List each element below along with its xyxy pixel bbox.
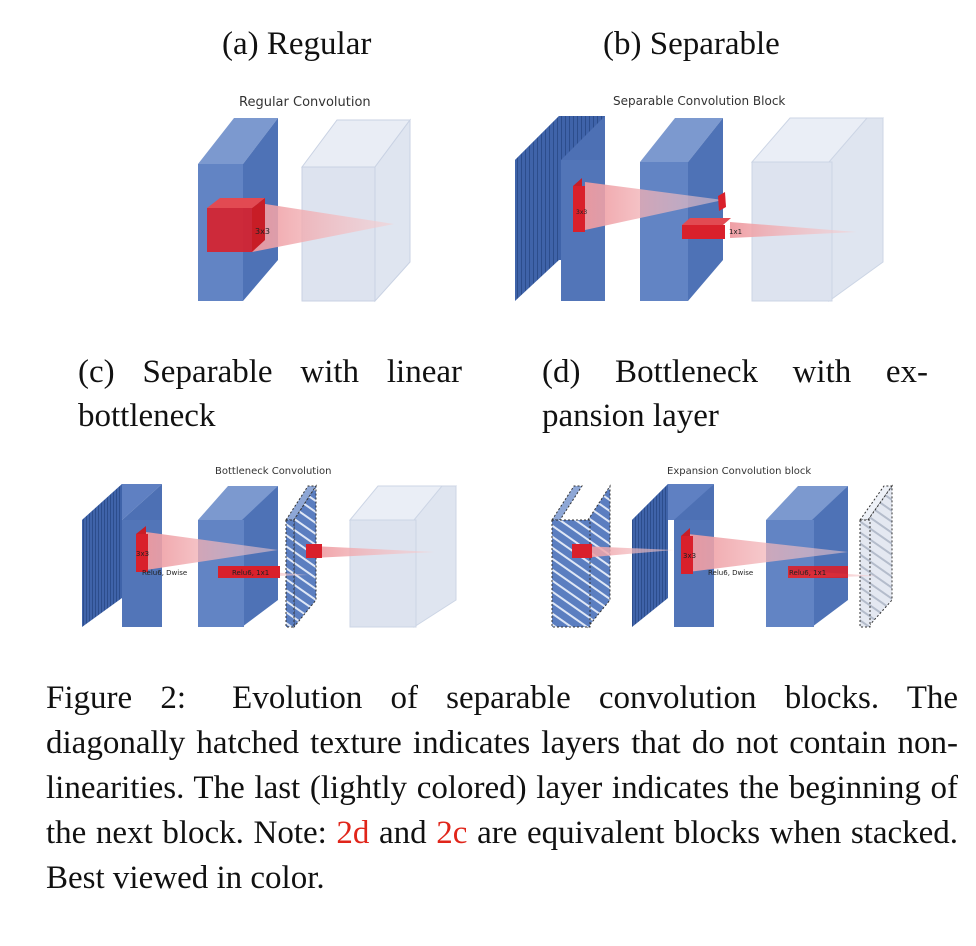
kernel-3x3 xyxy=(681,528,693,574)
bottleneck-convolution-diagram: 3x3 Relu6, Dwise Relu6, 1x1 xyxy=(82,484,458,629)
kernel-1x1-expansion xyxy=(572,544,592,558)
pointwise-label: Relu6, 1x1 xyxy=(789,569,826,577)
diagram-title-b: Separable Convolution Block xyxy=(613,94,786,108)
kernel-1x1 xyxy=(218,566,280,578)
diagram-title-c: Bottleneck Convolution xyxy=(215,466,332,477)
projection-beam-next xyxy=(312,546,435,558)
subfigure-label-d: (d) Bottleneck with ex- pansion layer xyxy=(542,350,928,438)
subfigure-label-b: (b) Separable xyxy=(603,26,780,62)
next-block-layer xyxy=(301,118,411,303)
caption-and: and xyxy=(379,815,427,851)
depthwise-output-layer xyxy=(640,118,723,301)
projection-beam xyxy=(252,202,394,252)
subfigure-label-a: (a) Regular xyxy=(222,26,372,62)
next-block-layer xyxy=(750,117,885,302)
subfigure-label-d-line1: (d) Bottleneck with ex- xyxy=(542,354,928,390)
kernel-1x1 xyxy=(682,218,731,239)
diagram-title-a: Regular Convolution xyxy=(239,95,371,110)
kernel-label: 3x3 xyxy=(683,552,696,560)
projection-beam-expansion xyxy=(582,546,674,558)
regular-convolution-diagram: 3x3 xyxy=(198,118,411,303)
dwise-label: Relu6, Dwise xyxy=(142,569,187,577)
linear-bottleneck-layer-hatched xyxy=(285,484,317,629)
kernel-label: 3x3 xyxy=(136,550,149,558)
kernel-label-pointwise: 1x1 xyxy=(729,228,742,236)
linear-bottleneck-input-hatched xyxy=(551,484,611,629)
kernel-1x1 xyxy=(788,566,848,578)
separable-convolution-diagram: 3x3 1x1 xyxy=(515,116,885,302)
caption-text-1: Evolution of separable convolution block… xyxy=(46,680,959,851)
kernel-1x1-next xyxy=(306,544,322,558)
kernel-3x3 xyxy=(136,526,148,572)
subfigure-label-c-line1: (c) Separable with linear xyxy=(78,354,462,390)
figure-caption: Figure 2: Evolution of separable convolu… xyxy=(46,676,958,901)
kernel-label: 3x3 xyxy=(255,227,270,236)
projection-beam-depthwise xyxy=(585,182,723,230)
expansion-convolution-diagram: 3x3 Relu6, Dwise Relu6, 1x1 xyxy=(551,484,893,629)
kernel-3x3 xyxy=(573,178,585,232)
diagram-title-d: Expansion Convolution block xyxy=(667,466,812,477)
next-block-layer-hatched xyxy=(859,484,893,629)
kernel-label-depthwise: 3x3 xyxy=(576,209,587,216)
dwise-label: Relu6, Dwise xyxy=(708,569,753,577)
subfigure-label-c: (c) Separable with linear bottleneck xyxy=(78,350,462,438)
subfigure-label-c-line2: bottleneck xyxy=(78,398,216,434)
kernel-depthwise-target xyxy=(718,192,726,211)
kernel-3x3 xyxy=(207,198,265,252)
caption-text-2: are equivalent blocks when stacked. Best… xyxy=(46,815,959,896)
figure-ref-2c[interactable]: 2c xyxy=(436,815,468,851)
figure-number: Figure 2: xyxy=(46,680,186,716)
projection-beam-depthwise xyxy=(688,534,848,572)
figure-ref-2d[interactable]: 2d xyxy=(336,815,370,851)
projection-beam-depthwise xyxy=(146,532,278,570)
depthwise-output-layer xyxy=(198,486,278,627)
next-block-layer xyxy=(348,485,458,628)
pointwise-label: Relu6, 1x1 xyxy=(232,569,269,577)
subfigure-label-d-line2: pansion layer xyxy=(542,398,719,434)
projection-beam-pointwise xyxy=(730,222,857,238)
